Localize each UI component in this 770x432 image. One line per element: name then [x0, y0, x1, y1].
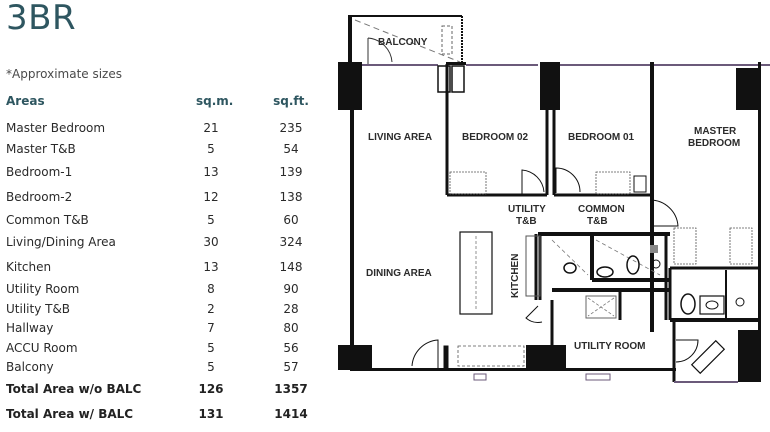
row-sqft: 1357 [274, 382, 308, 396]
label-common-tb: T&B [587, 216, 608, 227]
label-bedroom-02: BEDROOM 02 [462, 132, 529, 143]
row-sqft: 138 [279, 190, 303, 204]
table-row: Master T&B 5 54 [6, 142, 316, 160]
label-utility-tb: T&B [516, 216, 537, 227]
row-area: Bedroom-2 [6, 190, 73, 204]
header-sqm: sq.m. [196, 94, 234, 108]
label-bedroom-01: BEDROOM 01 [568, 132, 635, 143]
label-living-area: LIVING AREA [368, 132, 432, 143]
floor-plan: BALCONY LIVING AREA BEDROOM 02 BEDROOM 0… [330, 0, 770, 427]
table-row: Living/Dining Area 30 324 [6, 235, 316, 253]
row-area: Living/Dining Area [6, 235, 116, 249]
row-area: Kitchen [6, 260, 52, 274]
row-sqm: 2 [207, 302, 215, 316]
row-sqm: 5 [207, 142, 215, 156]
table-row: ACCU Room 5 56 [6, 341, 316, 359]
label-master: MASTER [694, 126, 737, 137]
table-row: Utility T&B 2 28 [6, 302, 316, 320]
row-area: Total Area w/ BALC [6, 407, 134, 421]
row-sqm: 8 [207, 282, 215, 296]
table-row: Hallway 7 80 [6, 321, 316, 339]
row-sqft: 148 [279, 260, 303, 274]
row-sqm: 13 [203, 165, 219, 179]
table-row: Kitchen 13 148 [6, 260, 316, 278]
row-sqft: 56 [283, 341, 299, 355]
total-row-with-balcony: Total Area w/ BALC 131 1414 [6, 407, 316, 425]
row-sqm: 12 [203, 190, 219, 204]
row-sqft: 324 [279, 235, 303, 249]
header-areas: Areas [6, 94, 45, 108]
row-area: Total Area w/o BALC [6, 382, 142, 396]
row-sqft: 90 [283, 282, 299, 296]
label-utility: UTILITY [508, 204, 546, 215]
row-sqft: 139 [279, 165, 303, 179]
row-sqm: 21 [203, 121, 219, 135]
row-sqft: 60 [283, 213, 299, 227]
row-sqft: 80 [283, 321, 299, 335]
row-sqft: 28 [283, 302, 299, 316]
row-area: Hallway [6, 321, 54, 335]
row-sqft: 54 [283, 142, 299, 156]
row-area: Utility T&B [6, 302, 71, 316]
row-area: Master Bedroom [6, 121, 106, 135]
balcony-area [348, 15, 463, 64]
label-utility-room: UTILITY ROOM [574, 341, 645, 352]
row-area: Utility Room [6, 282, 80, 296]
row-sqm: 131 [198, 407, 224, 421]
label-kitchen: KITCHEN [510, 254, 521, 298]
table-row: Bedroom-2 12 138 [6, 190, 316, 208]
row-sqm: 126 [198, 382, 224, 396]
row-sqft: 57 [283, 360, 299, 374]
table-row: Balcony 5 57 [6, 360, 316, 378]
floor-plan-drawing: BALCONY LIVING AREA BEDROOM 02 BEDROOM 0… [338, 15, 770, 383]
table-row: Bedroom-1 13 139 [6, 165, 316, 183]
row-sqm: 5 [207, 341, 215, 355]
row-sqm: 5 [207, 360, 215, 374]
row-sqft: 1414 [274, 407, 308, 421]
label-common: COMMON [578, 204, 625, 215]
table-row: Utility Room 8 90 [6, 282, 316, 300]
label-balcony: BALCONY [378, 37, 428, 48]
row-sqm: 13 [203, 260, 219, 274]
row-area: Bedroom-1 [6, 165, 73, 179]
page-title: 3BR [6, 0, 77, 38]
approximate-sizes-note: *Approximate sizes [6, 67, 122, 81]
label-master-bedroom: BEDROOM [688, 138, 740, 149]
table-row: Master Bedroom 21 235 [6, 121, 316, 139]
row-sqm: 5 [207, 213, 215, 227]
row-area: Common T&B [6, 213, 89, 227]
row-area: Balcony [6, 360, 54, 374]
table-header: Areas sq.m. sq.ft. [6, 94, 316, 112]
total-row-without-balcony: Total Area w/o BALC 126 1357 [6, 382, 316, 400]
row-area: Master T&B [6, 142, 76, 156]
row-sqm: 30 [203, 235, 219, 249]
header-sqft: sq.ft. [273, 94, 309, 108]
table-row: Common T&B 5 60 [6, 213, 316, 231]
row-area: ACCU Room [6, 341, 78, 355]
row-sqm: 7 [207, 321, 215, 335]
row-sqft: 235 [279, 121, 303, 135]
label-dining-area: DINING AREA [366, 268, 432, 279]
